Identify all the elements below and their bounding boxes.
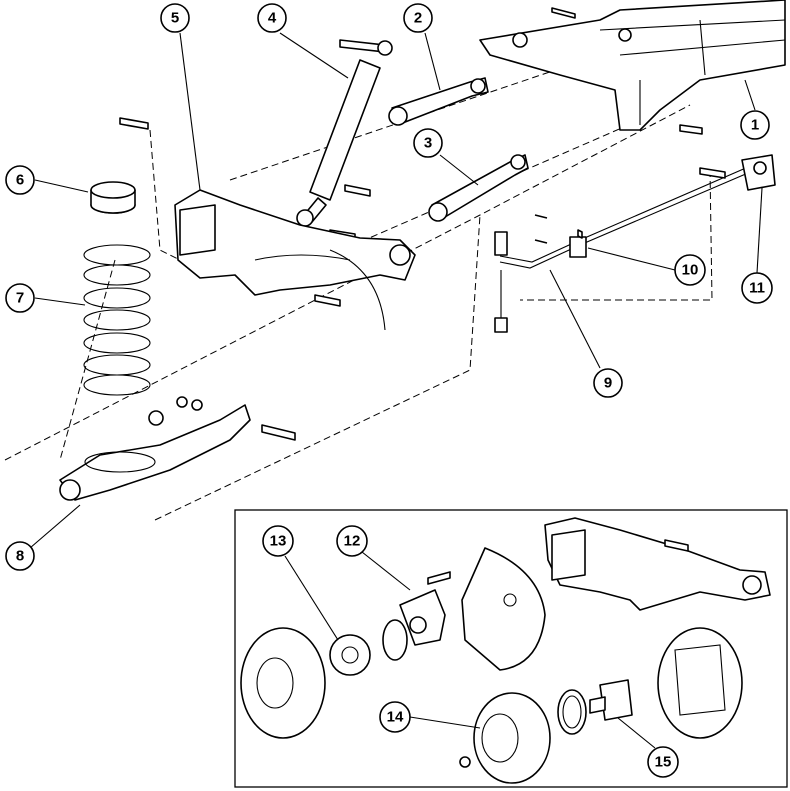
inset-trailing-arm-part: [544, 517, 771, 611]
callout-15: 15: [647, 746, 679, 778]
svg-text:7: 7: [16, 290, 24, 307]
callout-13: 13: [262, 525, 294, 557]
inset-frame: [234, 509, 788, 788]
lower-spring-arm-part: [59, 396, 296, 501]
svg-text:6: 6: [16, 172, 24, 189]
callout-9: 9: [593, 368, 623, 398]
stabilizer-bracket-part: [699, 154, 776, 191]
svg-text:3: 3: [424, 135, 432, 152]
callout-12: 12: [336, 525, 368, 557]
svg-text:5: 5: [171, 10, 179, 27]
callout-4: 4: [257, 3, 287, 33]
brake-drum-part: [459, 692, 551, 784]
splash-shield-part: [461, 547, 546, 671]
svg-text:9: 9: [604, 375, 612, 392]
svg-text:13: 13: [270, 533, 287, 550]
stabilizer-bar-part: [494, 163, 756, 333]
stub-axle-part: [557, 627, 743, 739]
hub-carrier-part: [382, 571, 451, 661]
callout-11: 11: [741, 272, 773, 304]
svg-text:4: 4: [268, 10, 277, 27]
svg-text:10: 10: [682, 262, 699, 279]
callout-6: 6: [5, 165, 35, 195]
stabilizer-bush-part: [569, 229, 587, 258]
callout-10: 10: [674, 254, 706, 286]
upper-arm-part: [388, 77, 489, 126]
svg-text:12: 12: [344, 533, 361, 550]
callout-14: 14: [379, 701, 411, 733]
shock-absorber-part: [296, 39, 393, 241]
callout-8: 8: [5, 541, 35, 571]
trailing-arm-part: [119, 117, 416, 331]
lower-link-part: [428, 154, 529, 222]
leader-lines: [29, 32, 763, 749]
callout-1: 1: [740, 110, 770, 140]
callout-7: 7: [5, 283, 35, 313]
coil-spring-part: [83, 244, 151, 396]
callout-5: 5: [160, 3, 190, 33]
spring-seat-part: [90, 181, 136, 214]
svg-text:14: 14: [387, 709, 404, 726]
svg-text:8: 8: [16, 548, 24, 565]
callout-2: 2: [403, 3, 433, 33]
crossmember-part: [479, 0, 786, 135]
svg-text:11: 11: [749, 280, 765, 297]
brake-disc-part: [240, 627, 371, 739]
callout-3: 3: [413, 128, 443, 158]
svg-text:2: 2: [414, 10, 422, 27]
svg-text:15: 15: [655, 754, 672, 771]
svg-text:1: 1: [751, 117, 759, 134]
